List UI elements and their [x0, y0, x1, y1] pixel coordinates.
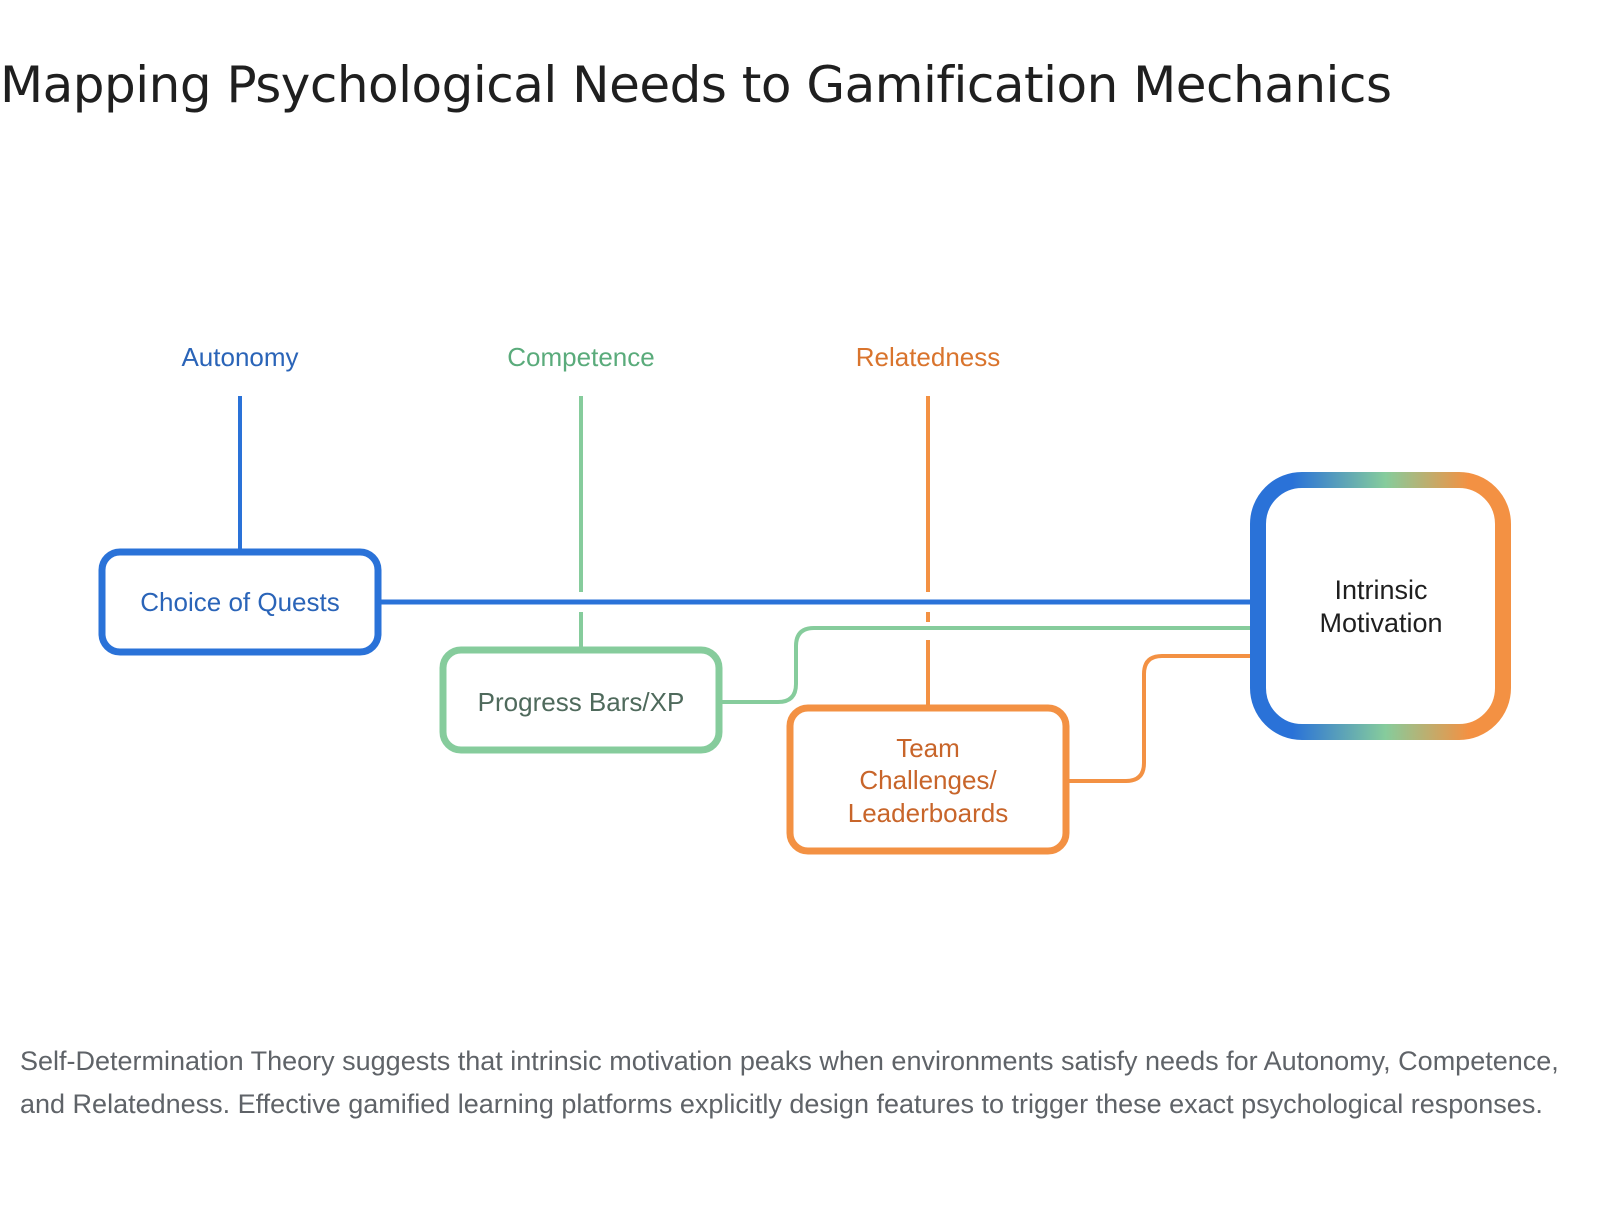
intrinsic-motivation-box	[1250, 472, 1511, 740]
choice-of-quests-label: Choice of Quests	[140, 587, 339, 617]
team-challenges-label-line-2: Challenges/	[859, 765, 997, 795]
progress-bars-label: Progress Bars/XP	[478, 687, 685, 717]
need-label-competence: Competence	[507, 342, 654, 372]
needs-mechanics-diagram: Autonomy Competence Relatedness Choice o…	[98, 342, 1511, 855]
progress-bars-box	[439, 646, 723, 754]
diagram-caption: Self-Determination Theory suggests that …	[20, 1046, 1559, 1119]
need-label-autonomy: Autonomy	[181, 342, 298, 372]
intrinsic-motivation-label-line-2: Motivation	[1319, 608, 1442, 638]
need-label-relatedness: Relatedness	[856, 342, 1001, 372]
intrinsic-motivation-label-line-1: Intrinsic	[1334, 575, 1427, 605]
choice-of-quests-box	[98, 548, 382, 656]
progress-to-outcome-connector	[721, 626, 1258, 704]
page-title: Mapping Psychological Needs to Gamificat…	[0, 56, 1392, 114]
team-challenges-label-line-1: Team	[896, 733, 960, 763]
team-challenges-label-line-3: Leaderboards	[848, 798, 1008, 828]
team-challenges-box	[786, 704, 1070, 855]
team-to-outcome-connector	[1068, 654, 1258, 783]
